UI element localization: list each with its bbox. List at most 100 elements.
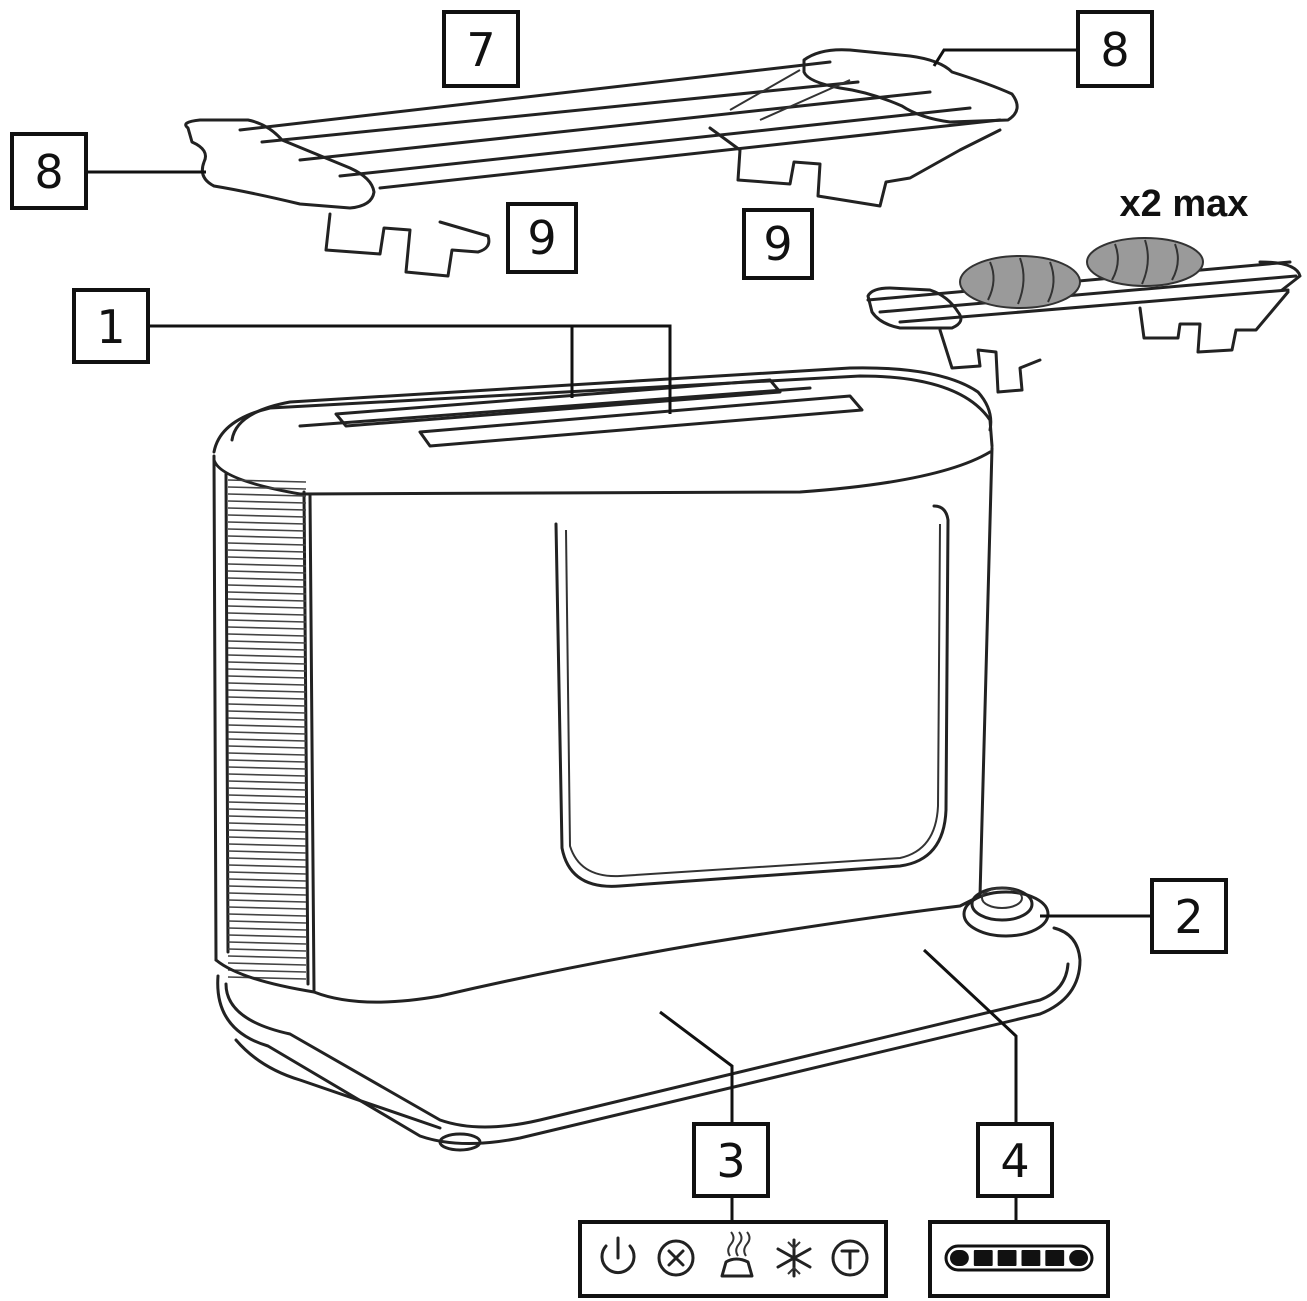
vent-slat [227,962,307,966]
control-knob[interactable] [962,886,1050,938]
vent-slat [227,493,307,497]
callout-8-left-label: 8 [34,145,63,199]
rack-foot-left [324,212,491,278]
browning-segment [997,1250,1017,1266]
leader-lines [86,48,1152,1222]
browning-segment [973,1250,993,1266]
vent-slat [227,549,307,553]
vent-slat [227,794,307,798]
browning-segment [1045,1250,1065,1266]
vent-slat [227,577,307,581]
bun-warmer-rack [184,48,1019,278]
vent-slat [227,521,307,525]
vent-slat [227,738,307,742]
vent-slat [227,864,307,868]
vent-slat [227,836,307,840]
vent-slat [227,556,307,560]
vent-slat [227,829,307,833]
callout-9-right-label: 9 [763,217,792,271]
callout-3: 3 [692,1122,770,1198]
vent-slat [227,633,307,637]
vent-slat [227,780,307,784]
vent-slat [227,934,307,938]
callout-1-label: 1 [96,300,125,354]
callout-1: 1 [72,288,150,364]
vent-slat [227,703,307,707]
vent-slat [227,528,307,532]
browning-indicator-inset [928,1220,1110,1298]
rack-handle-left [184,118,376,210]
vent-slat [227,605,307,609]
front-panel [554,504,950,888]
vent-slat [227,801,307,805]
vent-slat [227,689,307,693]
vent-slat [227,710,307,714]
vent-slat [227,563,307,567]
vent-slat [227,717,307,721]
vent-slat [227,808,307,812]
callout-7-label: 7 [466,23,495,77]
vent-slat [227,682,307,686]
bread-slots [298,378,864,448]
vent-slat [227,626,307,630]
cancel-icon [657,1239,695,1277]
vent-slat [227,486,307,490]
toast-icon [831,1239,869,1277]
power-icon [600,1236,636,1275]
vent-slat [227,850,307,854]
callout-8-right-label: 8 [1100,23,1129,77]
vent-slat [227,598,307,602]
vent-grille [224,472,310,986]
vent-slat [227,507,307,511]
defrost-icon [776,1238,812,1278]
control-panel-inset [578,1220,888,1298]
vent-slat [227,640,307,644]
browning-segments [944,1244,1094,1272]
rack-foot-right [708,126,1002,208]
browning-segment [950,1250,969,1266]
vent-slat [227,766,307,770]
callout-4: 4 [976,1122,1054,1198]
vent-slat [227,871,307,875]
vent-slat [227,542,307,546]
vent-slat [227,892,307,896]
vent-slat [227,976,307,980]
vent-slat [227,654,307,658]
vent-slat [227,731,307,735]
max-buns-note: x2 max [1120,183,1249,225]
vent-slat [227,696,307,700]
toaster-base [216,926,1082,1152]
vent-slat [227,857,307,861]
vent-slat [227,822,307,826]
callout-9-left: 9 [506,202,578,274]
callout-9-left-label: 9 [527,211,556,265]
vent-slat [227,535,307,539]
vent-slat [227,941,307,945]
vent-slat [227,878,307,882]
vent-slat [227,514,307,518]
vent-slat [227,745,307,749]
callout-4-label: 4 [1000,1134,1029,1188]
rack-handle-right [802,48,1019,124]
browning-segment [1069,1250,1088,1266]
vent-slat [227,773,307,777]
vent-slat [227,647,307,651]
bun-right [1086,237,1204,287]
vent-slat [227,920,307,924]
vent-slat [227,927,307,931]
vent-slat [227,759,307,763]
reheat-icon [720,1231,754,1278]
vent-slat [227,612,307,616]
vent-slat [227,899,307,903]
callout-3-label: 3 [716,1134,745,1188]
vent-slat [227,619,307,623]
callout-2: 2 [1150,878,1228,954]
vent-slat [227,752,307,756]
vent-slat [227,500,307,504]
vent-slat [227,668,307,672]
vent-slat [227,948,307,952]
vent-slat [227,815,307,819]
vent-slat [227,661,307,665]
bun-left [959,255,1081,309]
